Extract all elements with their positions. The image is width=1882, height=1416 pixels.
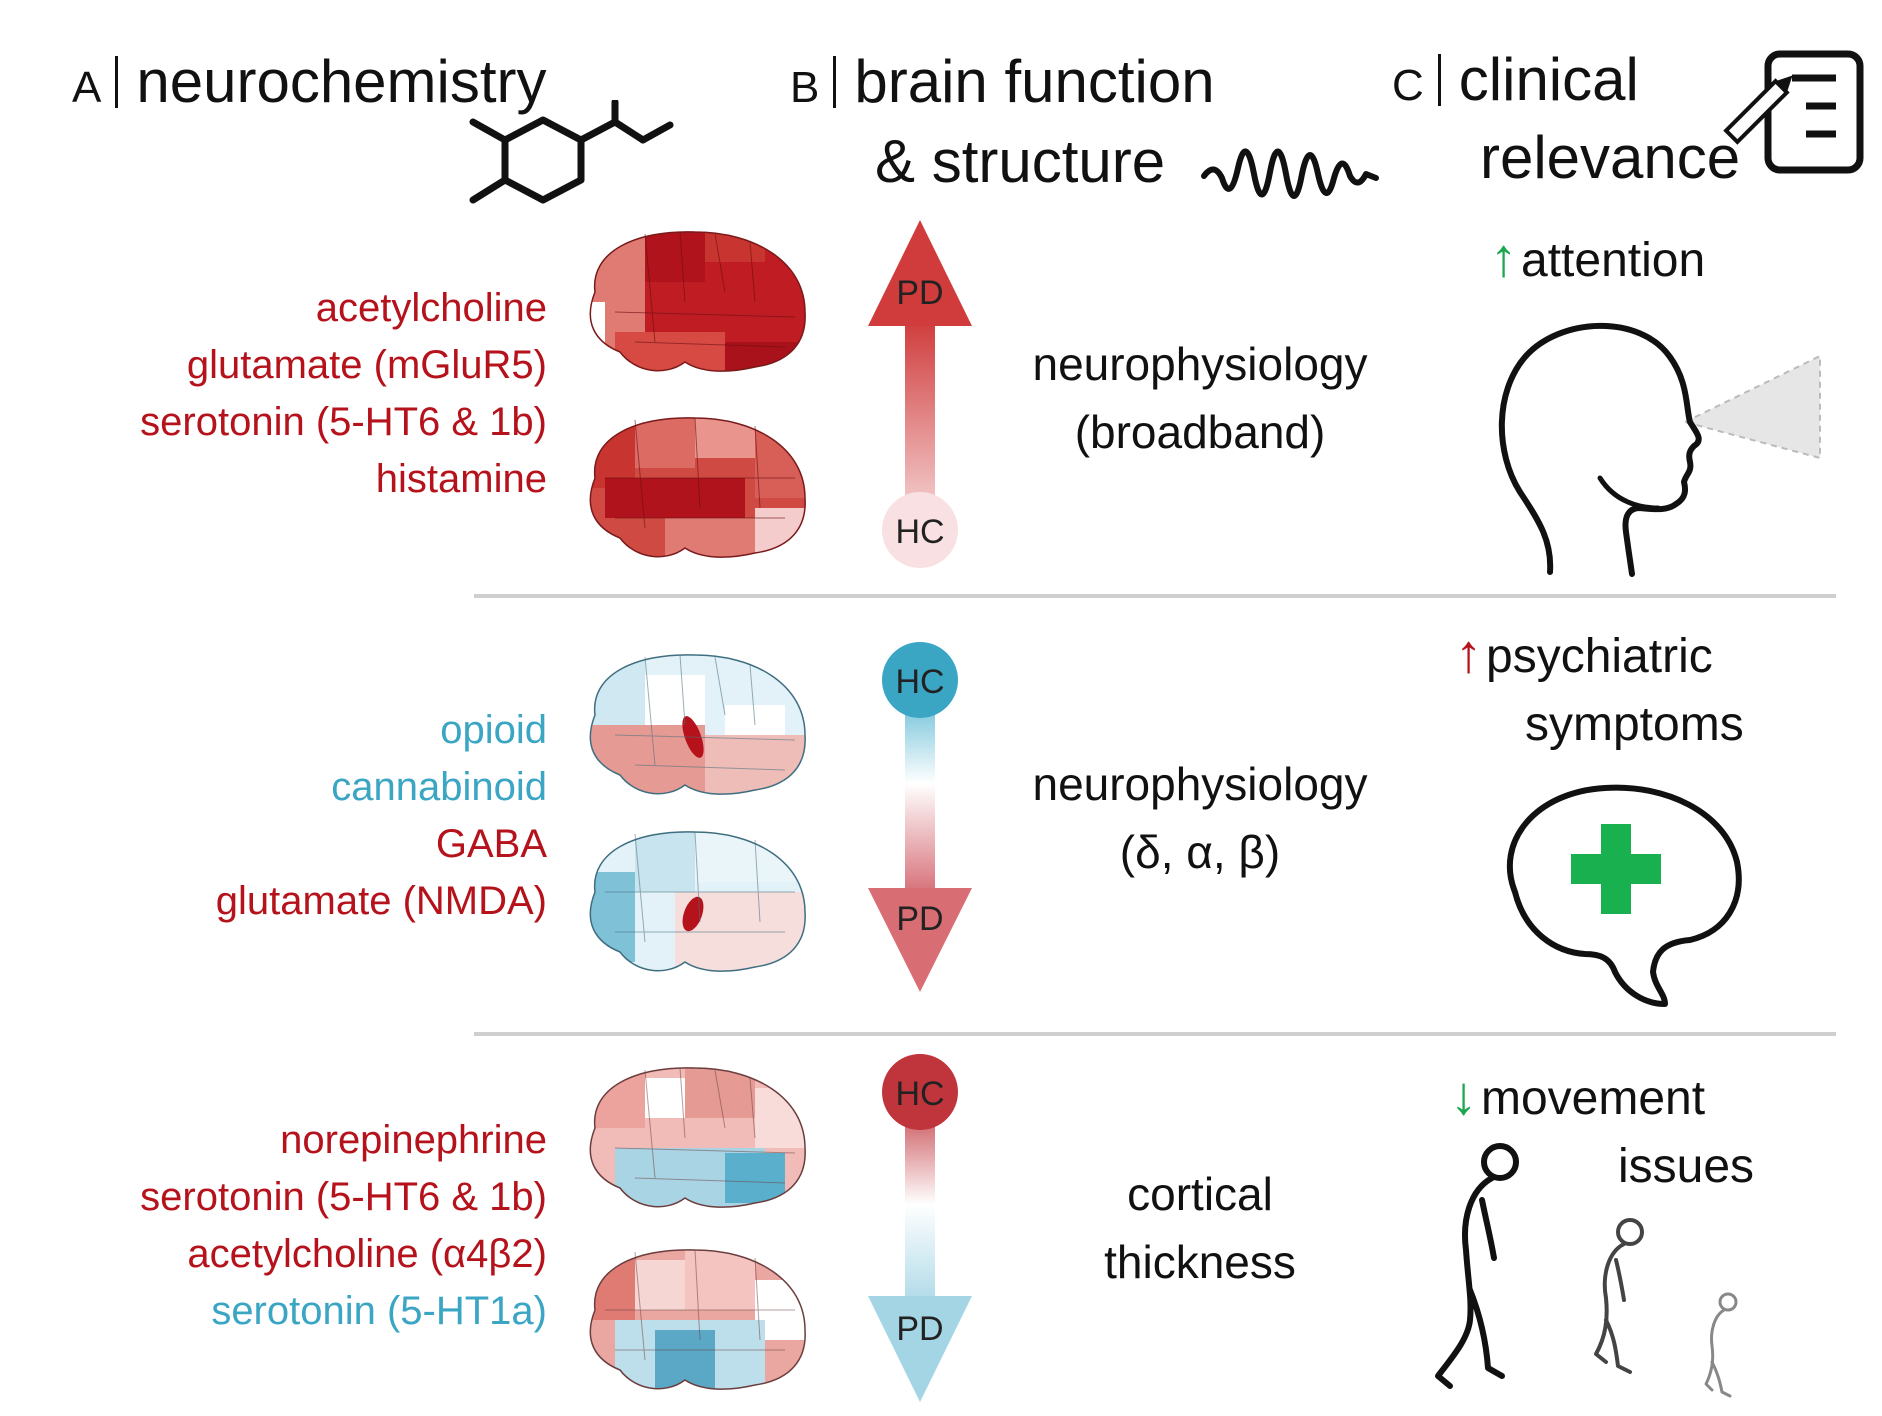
- header-divider-bar: [115, 56, 119, 108]
- panel-letter-b: B: [790, 63, 820, 112]
- brain-map-row1-bottom: [589, 417, 806, 558]
- header-b-line2: & structure: [875, 128, 1166, 195]
- neurotransmitter-label: cannabinoid: [331, 765, 547, 809]
- wave-icon: [1201, 148, 1379, 199]
- clinical-row2: ↑psychiatric symptoms: [1455, 620, 1744, 759]
- arrow-bottom-label: PD: [896, 900, 943, 938]
- arrow-up-icon: ↑: [1490, 228, 1517, 288]
- measure-line1: neurophysiology: [1032, 338, 1368, 390]
- arrow-top-label: HC: [895, 1075, 944, 1113]
- header-b-line1: brain function: [854, 48, 1215, 115]
- panel-letter-c: C: [1392, 61, 1424, 110]
- brain-map-row3-bottom: [589, 1249, 806, 1390]
- neurotransmitter-label: serotonin (5-HT6 & 1b): [140, 1175, 547, 1219]
- arrow-bottom-label: PD: [896, 1310, 943, 1348]
- brain-map-row1-top: [589, 231, 806, 372]
- brain-cross-icon: [1507, 784, 1742, 1007]
- row-divider-1: [474, 594, 1836, 598]
- header-a-title: neurochemistry: [136, 48, 547, 115]
- measure-line1: neurophysiology: [1032, 758, 1368, 810]
- panel-letter-a: A: [72, 63, 102, 112]
- clipboard-pencil-icon: [1723, 50, 1864, 174]
- measure-row3: cortical thickness: [990, 1160, 1410, 1296]
- neurotransmitter-label: histamine: [375, 457, 547, 501]
- arrow-top-label: HC: [895, 663, 944, 701]
- measure-row1: neurophysiology (broadband): [990, 330, 1410, 466]
- neurotransmitter-list-row3: norepinephrine serotonin (5-HT6 & 1b) ac…: [140, 1112, 547, 1340]
- neurotransmitter-list-row2: opioid cannabinoid GABA glutamate (NMDA): [216, 702, 547, 930]
- head-icon: [1498, 322, 1821, 577]
- arrow-top-label: PD: [896, 274, 943, 312]
- clinical-label: movement: [1481, 1072, 1706, 1125]
- measure-line2: thickness: [1104, 1236, 1296, 1288]
- header-divider-bar: [1437, 54, 1441, 106]
- row-divider-2: [474, 1032, 1836, 1036]
- clinical-label: attention: [1521, 234, 1706, 287]
- header-c-line2: relevance: [1480, 124, 1741, 191]
- header-divider-bar: [833, 56, 837, 108]
- neurotransmitter-label: GABA: [435, 822, 547, 866]
- molecule-icon: [469, 100, 674, 204]
- clinical-row3: ↓movement issues: [1450, 1062, 1754, 1201]
- measure-row2: neurophysiology (δ, α, β): [990, 750, 1410, 886]
- walking-figures-icon: [1435, 1143, 1738, 1398]
- arrow-bottom-label: HC: [895, 513, 944, 551]
- gradient-arrow-row2: HC PD: [868, 642, 972, 992]
- clinical-label: psychiatric: [1486, 630, 1713, 683]
- header-c-line1: clinical: [1458, 46, 1639, 113]
- neurotransmitter-label: serotonin (5-HT1a): [211, 1289, 547, 1333]
- brain-map-row3-top: [589, 1067, 806, 1208]
- neurotransmitter-list-row1: acetylcholine glutamate (mGluR5) seroton…: [140, 280, 547, 508]
- gradient-arrow-row3: HC PD: [868, 1054, 972, 1402]
- clinical-label-line2: issues: [1618, 1140, 1755, 1193]
- gradient-arrow-row1: PD HC: [868, 220, 972, 568]
- neurotransmitter-label: serotonin (5-HT6 & 1b): [140, 400, 547, 444]
- clinical-row1: ↑attention: [1490, 224, 1705, 295]
- clinical-label-line2: symptoms: [1525, 698, 1744, 751]
- neurotransmitter-label: glutamate (NMDA): [215, 879, 547, 923]
- measure-line1: cortical: [1127, 1168, 1273, 1220]
- brain-map-row2-bottom: [589, 831, 806, 972]
- neurotransmitter-label: norepinephrine: [280, 1118, 547, 1162]
- neurotransmitter-label: acetylcholine: [315, 286, 547, 330]
- measure-line2: (δ, α, β): [1119, 826, 1281, 878]
- neurotransmitter-label: acetylcholine (α4β2): [187, 1232, 547, 1276]
- measure-line2: (broadband): [1074, 406, 1326, 458]
- brain-map-row2-top: [589, 654, 806, 795]
- arrow-up-icon: ↑: [1455, 624, 1482, 684]
- neurotransmitter-label: glutamate (mGluR5): [186, 343, 547, 387]
- neurotransmitter-label: opioid: [440, 708, 547, 752]
- arrow-down-icon: ↓: [1450, 1066, 1477, 1126]
